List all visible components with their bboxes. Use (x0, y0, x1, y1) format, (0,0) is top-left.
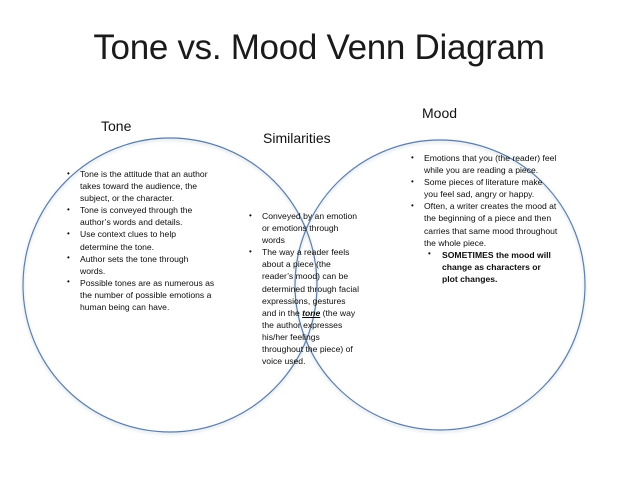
page-title: Tone vs. Mood Venn Diagram (93, 28, 545, 67)
list-item: Possible tones are as numerous as the nu… (64, 276, 216, 313)
venn-label-tone: Tone (101, 118, 132, 134)
tone-bullet-list: Tone is the attitude that an author take… (64, 167, 216, 313)
list-item: Tone is conveyed through the author’s wo… (64, 204, 216, 228)
venn-label-mood: Mood (422, 105, 458, 121)
list-item: Tone is the attitude that an author take… (64, 167, 216, 204)
keyword-tone: tone (302, 307, 321, 318)
tone-text-block: Tone is the attitude that an author take… (64, 167, 216, 313)
list-item: SOMETIMES the mood will change as charac… (424, 248, 558, 285)
similarities-bullet-list: Conveyed by an emotion or emotions throu… (246, 209, 362, 367)
list-item: Conveyed by an emotion or emotions throu… (246, 209, 362, 246)
list-item: Use context clues to help determine the … (64, 228, 216, 252)
mood-bullet-list: Emotions that you (the reader) feel whil… (408, 151, 558, 249)
list-item: Emotions that you (the reader) feel whil… (408, 151, 558, 176)
mood-text-block: Emotions that you (the reader) feel whil… (408, 151, 558, 285)
venn-label-similarities: Similarities (263, 130, 331, 146)
list-item-text-tail: (the way the author expresses his/her fe… (262, 307, 356, 367)
list-item: Often, a writer creates the mood at the … (408, 200, 558, 248)
list-item-text-lead: The way a reader feels about a piece (th… (262, 247, 359, 318)
list-item: Some pieces of literature make you feel … (408, 176, 558, 200)
list-item: The way a reader feels about a piece (th… (246, 246, 362, 367)
list-item: Author sets the tone through words. (64, 252, 216, 277)
mood-sub-bullet-list: SOMETIMES the mood will change as charac… (408, 248, 558, 285)
similarities-text-block: Conveyed by an emotion or emotions throu… (246, 209, 362, 367)
